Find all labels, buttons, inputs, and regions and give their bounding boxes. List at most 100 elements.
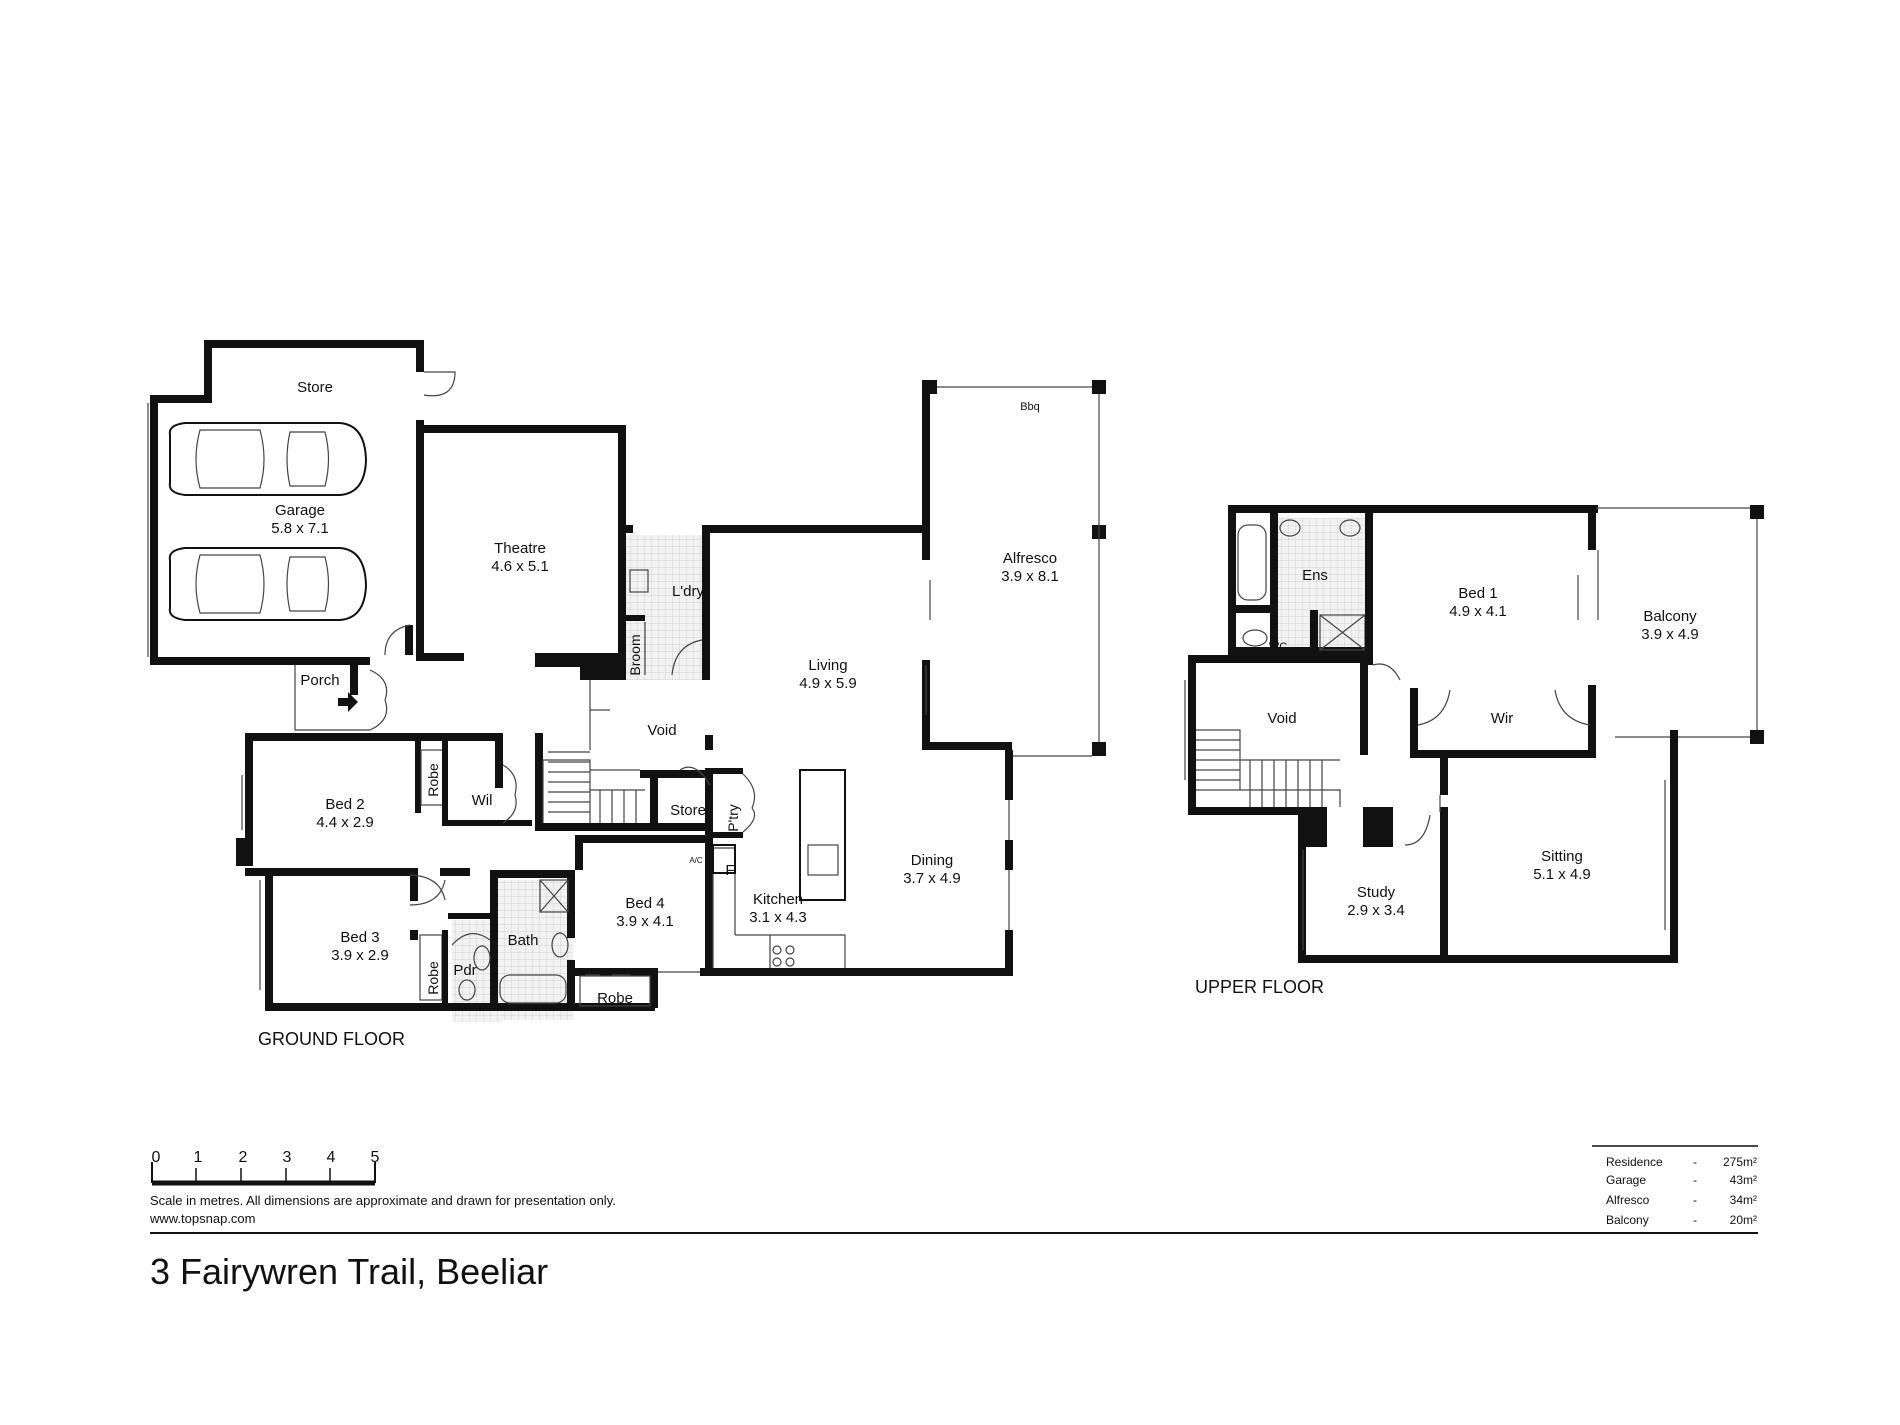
room-name-sitting: Sitting xyxy=(1541,848,1583,865)
door-swing xyxy=(1417,689,1591,726)
upper-floor-plan xyxy=(1184,505,1764,963)
room-dims-study: 2.9 x 3.4 xyxy=(1347,902,1405,919)
room-name-study: Study xyxy=(1357,884,1396,901)
fridge-label: F xyxy=(725,862,734,879)
stairs xyxy=(535,680,711,831)
scale-tick-label: 4 xyxy=(327,1149,336,1166)
living-walls xyxy=(702,380,930,750)
room-name-bed4: Bed 4 xyxy=(625,895,664,912)
bed2-walls xyxy=(236,733,543,883)
area-dash: - xyxy=(1693,1173,1697,1187)
room-name-bed2: Bed 2 xyxy=(325,796,364,813)
area-dash: - xyxy=(1693,1155,1697,1169)
laundry-tiles xyxy=(625,535,710,680)
garage-walls xyxy=(147,340,424,665)
ground-floor-plan xyxy=(147,340,1106,1022)
ground-floor-labels: Store Garage 5.8 x 7.1 Theatre 4.6 x 5.1… xyxy=(258,379,1059,1049)
basin-icon xyxy=(551,932,569,958)
room-name-laundry: L'dry xyxy=(672,583,705,600)
door-swing xyxy=(1372,663,1401,681)
room-name-robe: Robe xyxy=(597,990,633,1007)
basin-icon xyxy=(473,945,491,971)
area-value: 275m² xyxy=(1723,1155,1757,1169)
room-name-robe: Robe xyxy=(425,763,441,797)
room-name-living: Living xyxy=(808,657,847,674)
room-name-broom: Broom xyxy=(627,634,643,675)
door-swing xyxy=(679,766,711,786)
scale-bar: 0 1 2 3 4 5 Scale in metres. All dimensi… xyxy=(149,1149,616,1226)
pantry-walls xyxy=(705,768,756,840)
sink-icon xyxy=(629,569,649,593)
entry-arrow-icon xyxy=(338,692,358,712)
door-swing xyxy=(502,764,517,824)
bed4-walls xyxy=(575,835,708,1008)
cooktop-icon xyxy=(772,945,782,955)
website-text: www.topsnap.com xyxy=(149,1211,256,1226)
area-name: Balcony xyxy=(1606,1213,1649,1227)
door-swing xyxy=(409,879,446,906)
area-value: 34m² xyxy=(1730,1193,1757,1207)
area-name: Garage xyxy=(1606,1173,1646,1187)
room-name-bed1: Bed 1 xyxy=(1458,585,1497,602)
stairs xyxy=(1196,729,1341,807)
room-name-theatre: Theatre xyxy=(494,540,546,557)
scale-tick-label: 2 xyxy=(239,1149,248,1166)
room-name-robe: Robe xyxy=(425,961,441,995)
scale-note: Scale in metres. All dimensions are appr… xyxy=(150,1193,616,1208)
bathtub-icon xyxy=(1237,524,1267,601)
area-dash: - xyxy=(1693,1193,1697,1207)
scale-tick-label: 5 xyxy=(371,1149,380,1166)
shower-icon xyxy=(539,879,569,913)
area-table: Residence - 275m² Garage - 43m² Alfresco… xyxy=(1592,1145,1758,1227)
room-dims-bed4: 3.9 x 4.1 xyxy=(616,913,674,930)
room-dims-bed1: 4.9 x 4.1 xyxy=(1449,603,1507,620)
property-address: 3 Fairywren Trail, Beeliar xyxy=(150,1251,548,1292)
room-name-alfresco: Alfresco xyxy=(1003,550,1057,567)
room-name-balcony: Balcony xyxy=(1643,608,1697,625)
door-swing xyxy=(369,669,388,731)
room-dims-kitchen: 3.1 x 4.3 xyxy=(749,909,807,926)
basin-icon xyxy=(1339,519,1361,537)
ground-floor-label: GROUND FLOOR xyxy=(258,1029,405,1049)
door-swing xyxy=(451,933,491,946)
theatre-walls xyxy=(416,425,626,680)
fridge-space xyxy=(712,844,736,874)
area-value: 43m² xyxy=(1730,1173,1757,1187)
room-name-bed3: Bed 3 xyxy=(340,929,379,946)
room-name-dining: Dining xyxy=(911,852,954,869)
room-name-void: Void xyxy=(1267,710,1296,727)
room-name-kitchen: Kitchen xyxy=(753,891,803,908)
room-name-wil: Wil xyxy=(472,792,493,809)
scale-tick-label: 0 xyxy=(152,1149,161,1166)
room-name-bath: Bath xyxy=(508,932,539,949)
room-dims-bed2: 4.4 x 2.9 xyxy=(316,814,374,831)
dining-walls xyxy=(705,750,1013,976)
room-name-pdr: Pdr xyxy=(453,962,476,979)
door-swing xyxy=(742,773,756,809)
room-dims-living: 4.9 x 5.9 xyxy=(799,675,857,692)
door-swing xyxy=(1404,814,1431,846)
door-swing xyxy=(409,874,446,901)
toilet-icon xyxy=(1242,629,1268,647)
bed3-walls xyxy=(259,874,450,1011)
door-swing xyxy=(671,639,703,676)
room-dims-bed3: 3.9 x 2.9 xyxy=(331,947,389,964)
room-name-ens: Ens xyxy=(1302,567,1328,584)
room-name-store: Store xyxy=(670,802,706,819)
bathtub-icon xyxy=(499,974,567,1004)
room-name-bbq: Bbq xyxy=(1020,401,1040,413)
room-name-porch: Porch xyxy=(300,672,339,689)
room-dims-alfresco: 3.9 x 8.1 xyxy=(1001,568,1059,585)
room-name-wc: WC xyxy=(1269,641,1287,653)
sink-icon xyxy=(807,844,839,876)
area-dash: - xyxy=(1693,1213,1697,1227)
upper-floor-labels: Ens WC Bed 1 4.9 x 4.1 Balcony 3.9 x 4.9… xyxy=(1195,567,1699,997)
area-name: Alfresco xyxy=(1606,1193,1650,1207)
room-name-pantry: P'try xyxy=(725,804,741,832)
ensuite-tiles xyxy=(1273,518,1373,653)
room-name-store: Store xyxy=(297,379,333,396)
room-dims-balcony: 3.9 x 4.9 xyxy=(1641,626,1699,643)
room-dims-theatre: 4.6 x 5.1 xyxy=(491,558,549,575)
door-swing xyxy=(423,371,456,397)
